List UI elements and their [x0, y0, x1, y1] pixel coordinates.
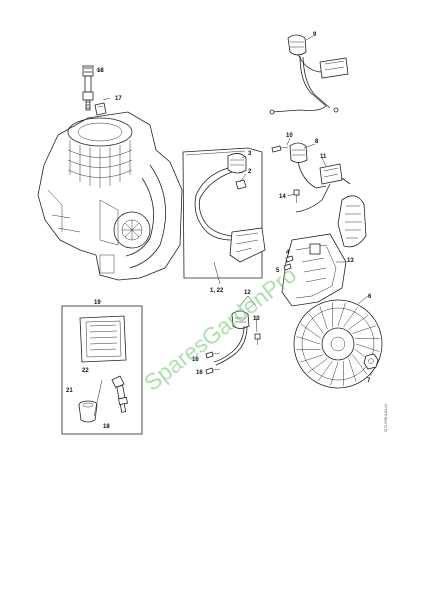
- callout-18-top: 18: [97, 68, 104, 74]
- screw-4-5: [283, 255, 294, 271]
- engine-cylinder-assembly: [37, 111, 183, 281]
- callout-2: 2: [248, 169, 252, 175]
- callout-5: 5: [276, 268, 280, 274]
- drawing-code: 0175-GRB-0419-A1: [384, 404, 388, 432]
- callout-14: 13: [347, 258, 354, 264]
- flywheel-fin: [348, 314, 369, 330]
- callout-3: 3: [248, 151, 252, 157]
- service-kit-box: [61, 305, 143, 435]
- callout-4: 4: [286, 250, 290, 256]
- callout-10: 10: [286, 133, 293, 139]
- ignition-module: [194, 153, 266, 263]
- callout-labels: 9 18 17 10 8 3 11 2 14 4 13 5 1, 22 12 6…: [66, 32, 372, 430]
- callout-11: 11: [320, 154, 327, 160]
- flywheel-fin: [337, 302, 346, 327]
- nut-7: [363, 353, 379, 370]
- callout-7: 7: [367, 378, 371, 384]
- spark-plug-top: [82, 65, 94, 111]
- ignition-module-frame: [182, 147, 263, 279]
- flywheel-fin: [348, 358, 357, 382]
- switch-shaft-assembly: [269, 34, 349, 115]
- screw-13: [254, 333, 261, 345]
- callout-1-22: 1, 22: [210, 288, 224, 294]
- callout-13: 13: [253, 316, 260, 322]
- flywheel-fin: [343, 306, 359, 328]
- flywheel-fin: [317, 360, 333, 382]
- screws-16: [205, 351, 221, 375]
- shroud-piece: [337, 195, 367, 248]
- callout-19: 19: [94, 300, 101, 306]
- switch-lower: [289, 142, 327, 189]
- leader-lines: [93, 35, 372, 417]
- watermark-text: SparesGardenPro: [139, 261, 301, 396]
- callout-18-box: 18: [103, 424, 110, 430]
- callout-15: 14: [279, 194, 286, 200]
- flywheel-fin: [308, 313, 324, 334]
- flywheel-fin: [307, 358, 328, 374]
- flywheel-fin: [319, 306, 328, 330]
- callout-16b: 16: [196, 370, 203, 376]
- callout-17: 17: [115, 96, 122, 102]
- flywheel-fin: [355, 343, 380, 352]
- callout-16a: 16: [192, 357, 199, 363]
- flywheel-fin: [296, 336, 321, 345]
- flywheel-fin: [300, 323, 322, 339]
- callout-20: 21: [66, 388, 73, 394]
- callout-21: 22: [82, 368, 89, 374]
- screw-10: [271, 145, 289, 153]
- flywheel: [293, 299, 383, 389]
- callout-6: 6: [368, 294, 372, 300]
- ignition-lead-12: [213, 310, 250, 366]
- spark-plug-boot: [94, 102, 107, 116]
- flywheel-fin: [300, 354, 324, 363]
- bracket-14: [281, 233, 347, 307]
- screw-15: [293, 189, 300, 203]
- callout-12: 12: [244, 290, 251, 296]
- callout-9: 9: [313, 32, 317, 38]
- callout-8: 8: [315, 139, 319, 145]
- cable-11: [295, 163, 351, 213]
- flywheel-fin: [330, 361, 339, 386]
- flywheel-fin: [352, 354, 368, 375]
- flywheel-fin: [352, 325, 376, 334]
